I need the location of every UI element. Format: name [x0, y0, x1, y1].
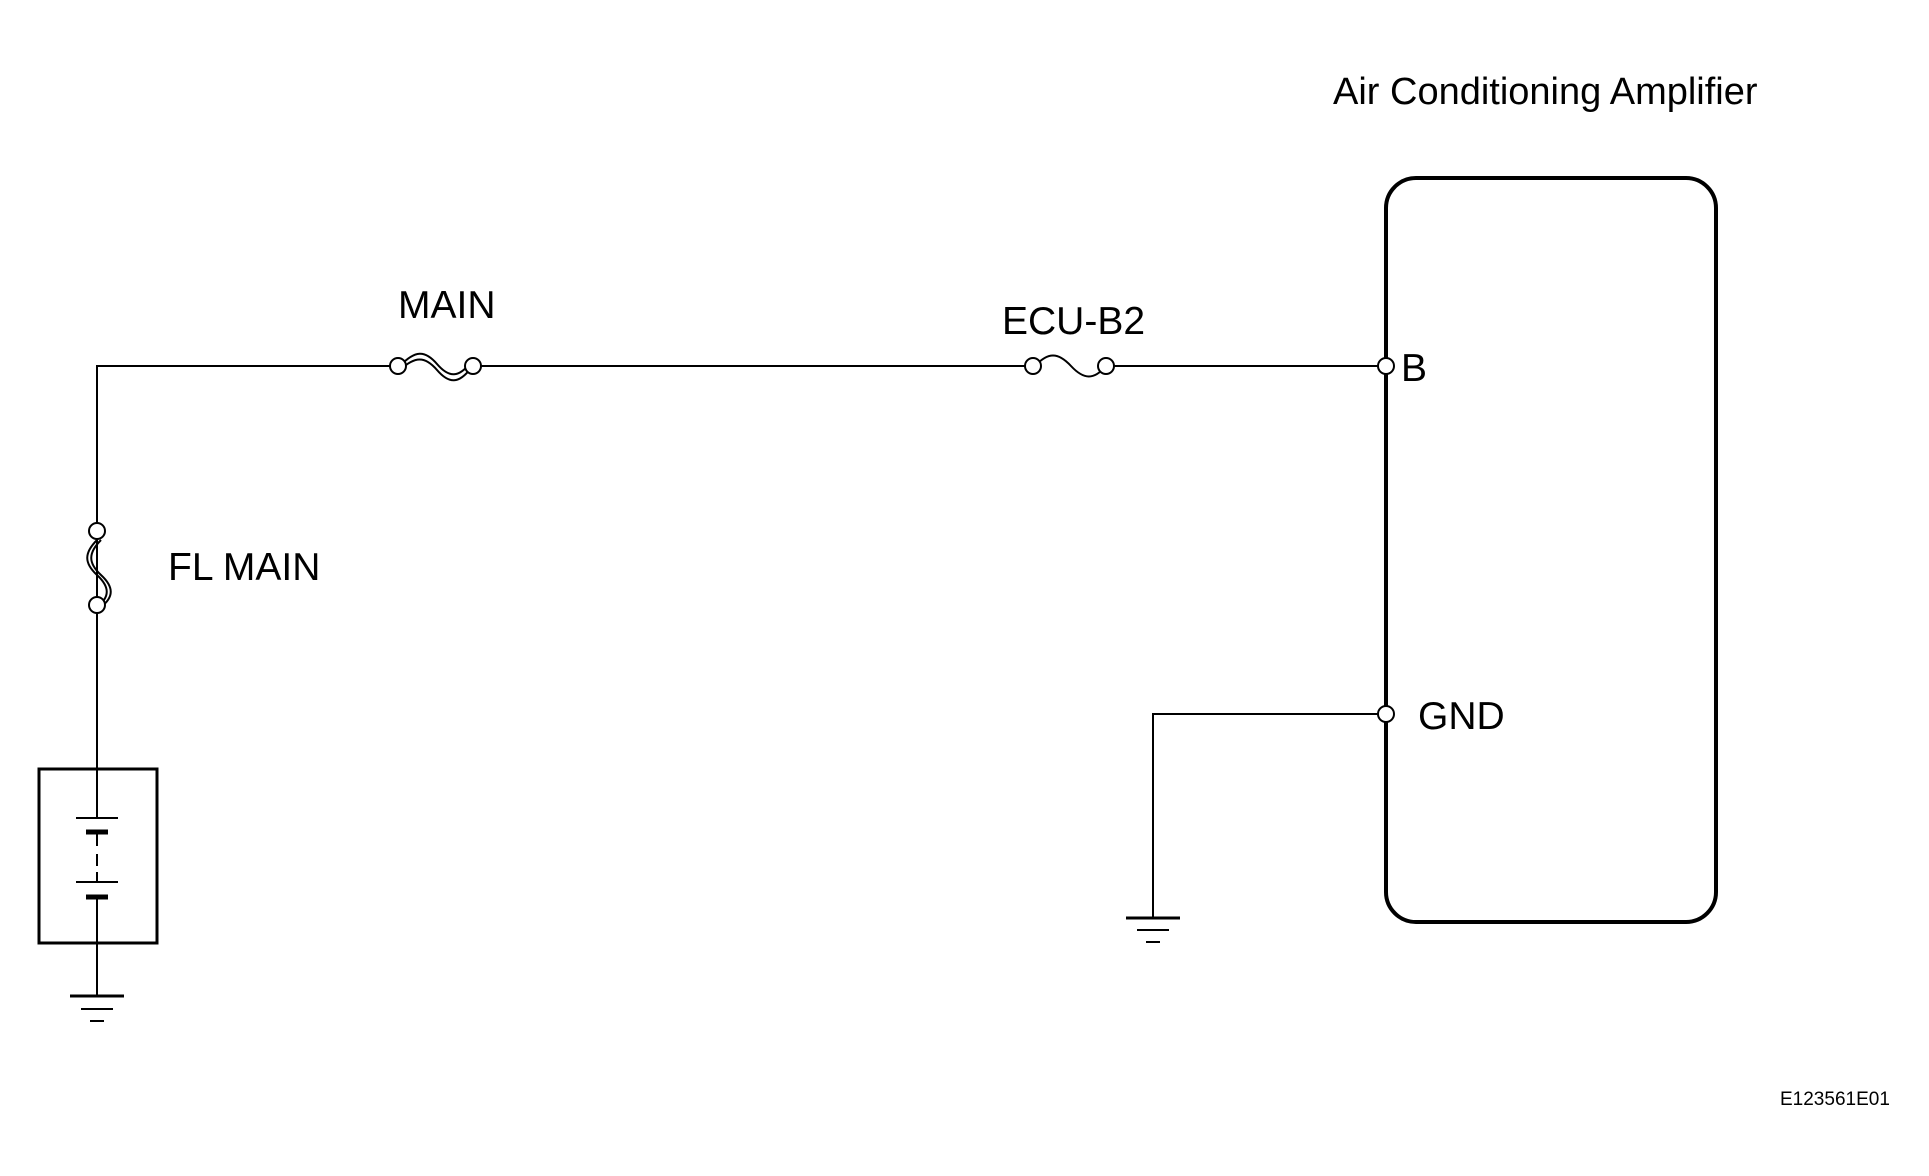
fl-main-fuse-terminal-top [88, 522, 106, 540]
ecu-b2-fuse-terminal-left [1024, 357, 1042, 375]
air-conditioning-amplifier-box [1384, 176, 1718, 924]
terminal-b-label: B [1401, 347, 1427, 390]
component-title: Air Conditioning Amplifier [1333, 71, 1758, 113]
main-fuse-terminal-right [464, 357, 482, 375]
ecu-b2-fuse-terminal-right [1097, 357, 1115, 375]
ecu-b2-fuse-symbol [1024, 354, 1115, 378]
wire-gnd-to-ground [1152, 713, 1378, 918]
fl-main-fuse-symbol [86, 522, 112, 614]
main-fuse-label: MAIN [398, 284, 496, 327]
fl-main-fuse-label: FL MAIN [168, 546, 320, 589]
terminal-gnd-label: GND [1418, 695, 1505, 738]
main-fuse-symbol [389, 352, 482, 382]
ground-symbol-battery [70, 994, 124, 1022]
figure-code: E123561E01 [1780, 1089, 1890, 1110]
ecu-b2-fuse-label: ECU-B2 [1002, 300, 1145, 343]
battery-symbol [37, 767, 159, 945]
main-fuse-terminal-left [389, 357, 407, 375]
terminal-gnd-connector [1377, 705, 1395, 723]
ground-symbol-amplifier [1126, 916, 1180, 943]
terminal-b-connector [1377, 357, 1395, 375]
fl-main-fuse-terminal-bottom [88, 596, 106, 614]
